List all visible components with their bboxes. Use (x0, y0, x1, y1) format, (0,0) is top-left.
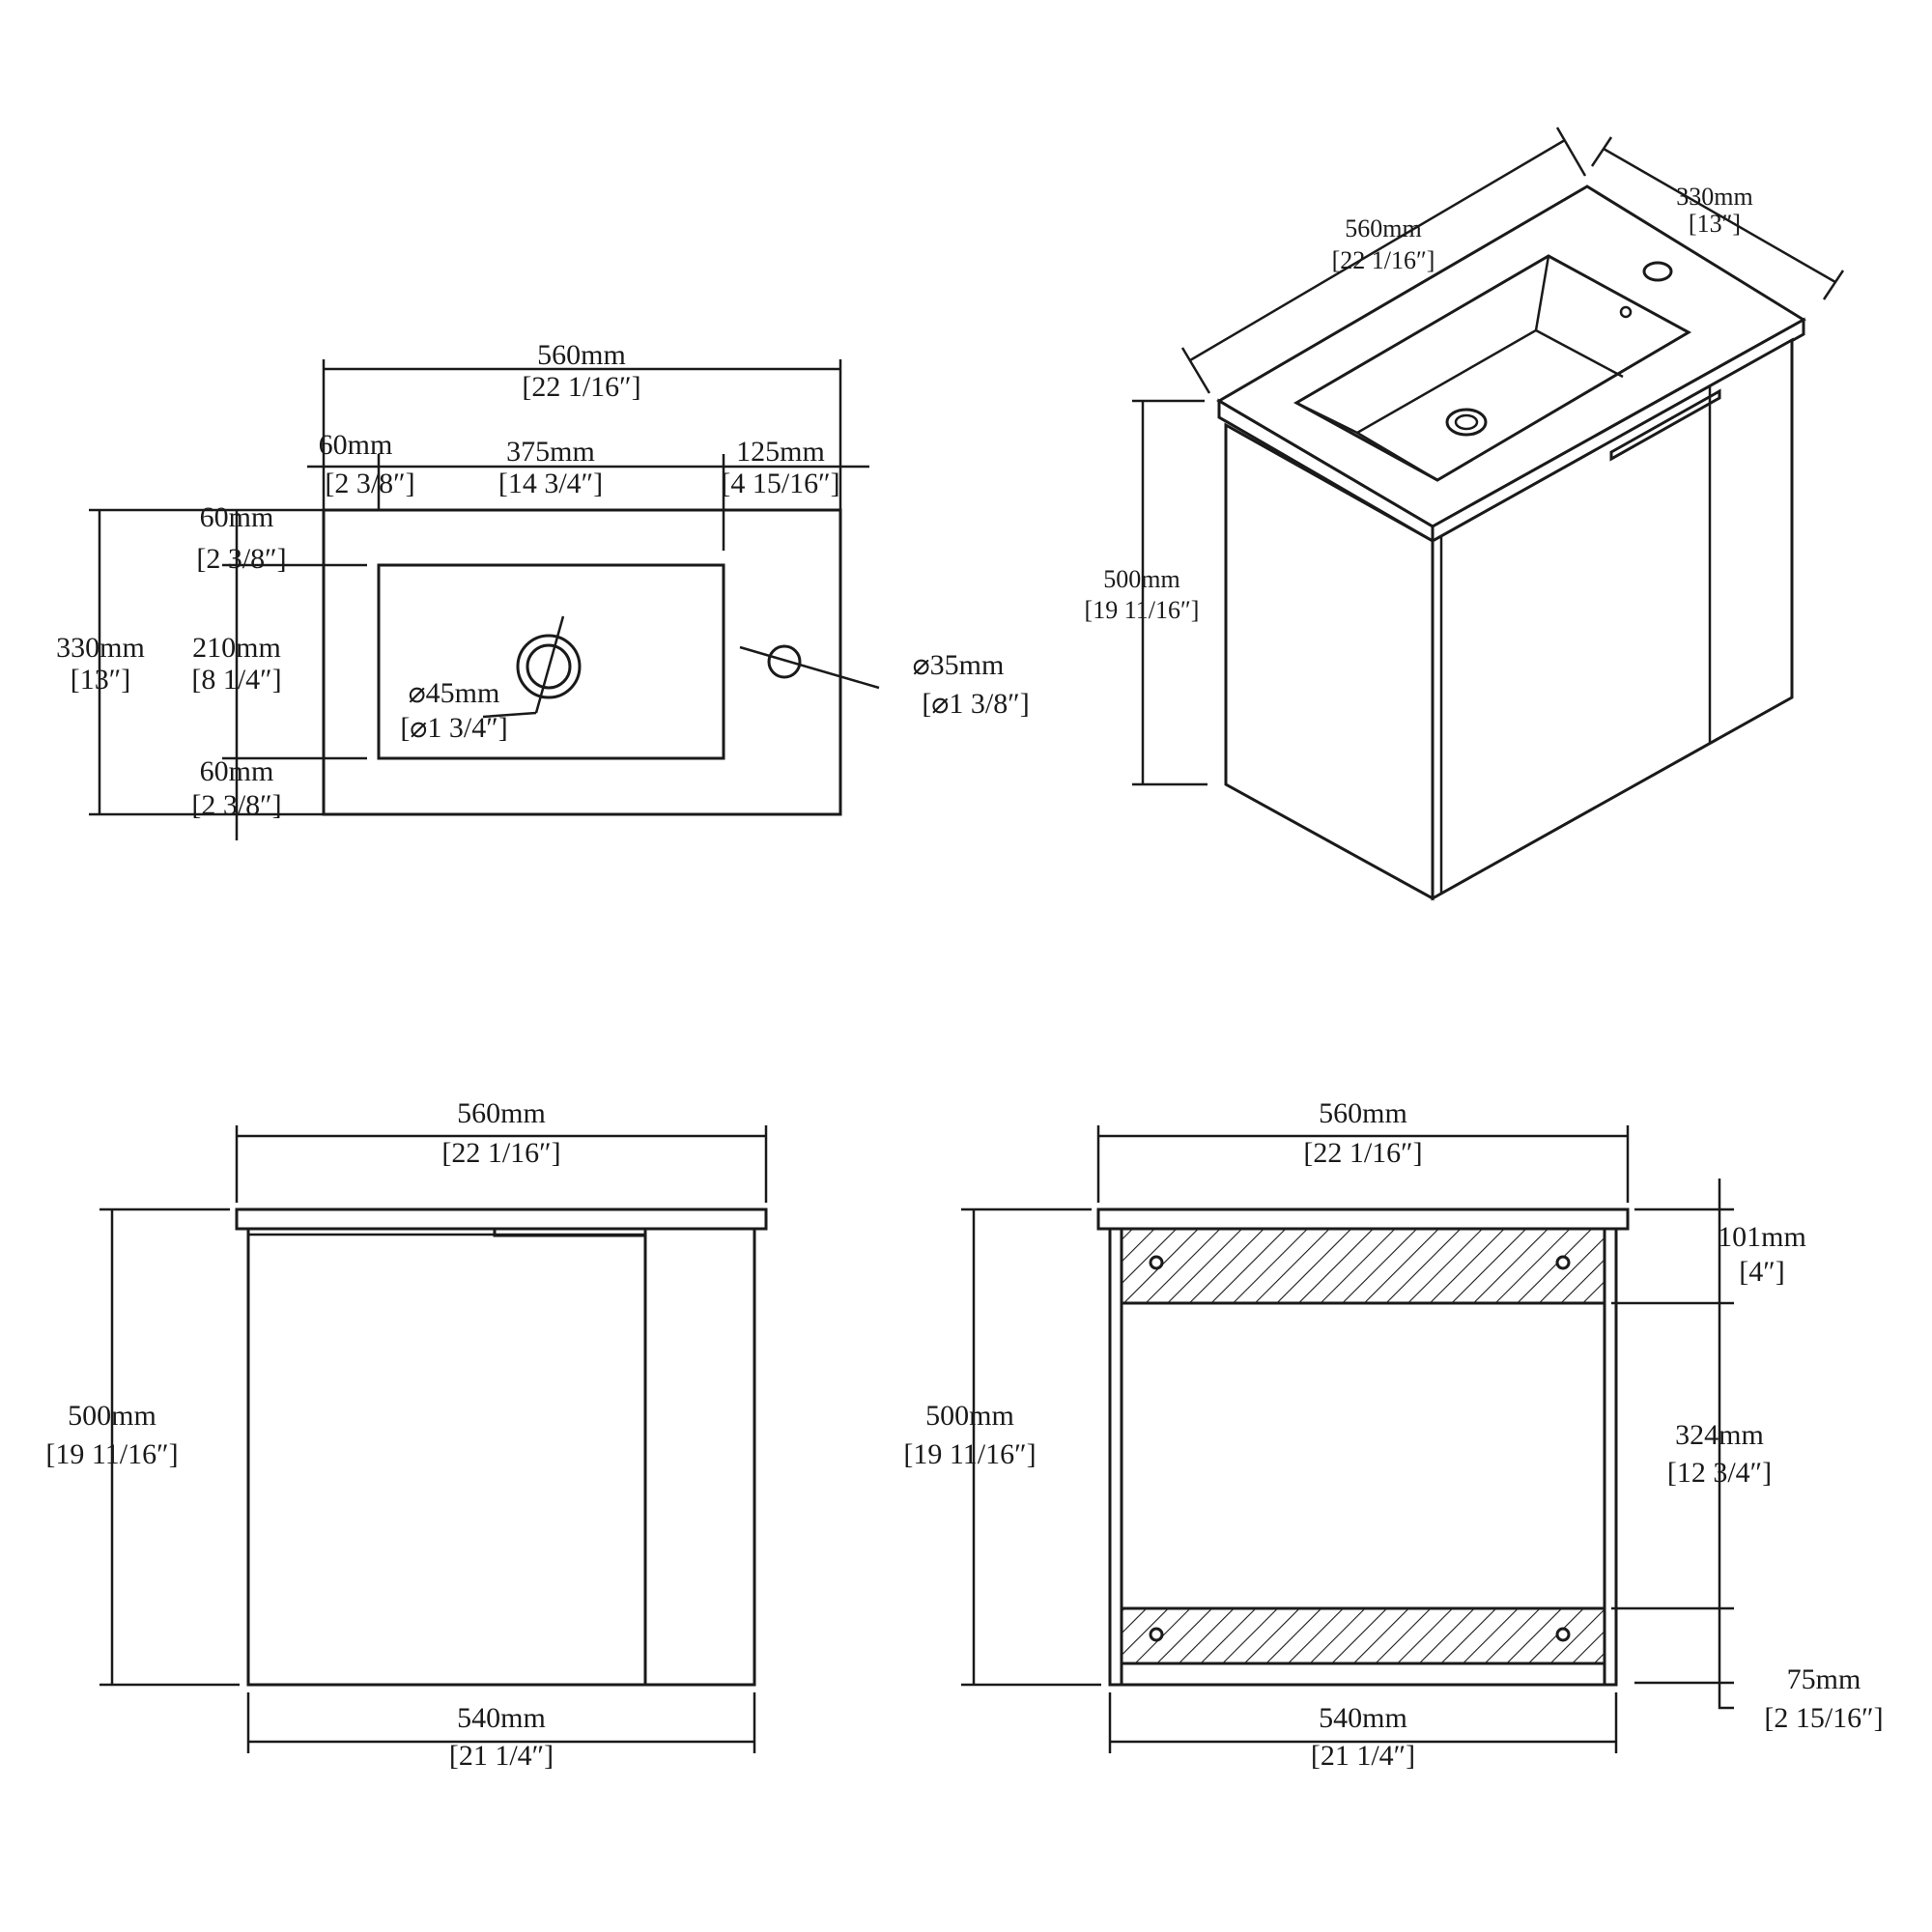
top-top-margin-in: [2 3/8″] (196, 543, 286, 575)
back-cabinet-width-in: [21 1/4″] (1311, 1740, 1415, 1772)
top-left-margin-mm: 60mm (319, 429, 393, 461)
top-basin-width-in: [14 3/4″] (498, 468, 603, 499)
iso-drain-inner (1454, 413, 1479, 431)
dim-ext (1180, 347, 1211, 394)
back-countertop (1096, 1208, 1630, 1231)
back-lower-rail (1120, 1606, 1606, 1665)
dim-line (1189, 138, 1566, 362)
front-height-in: [19 11/16″] (45, 1438, 178, 1470)
drain-leader-tail (482, 711, 537, 719)
iso-height-in: [19 11/16″] (1085, 596, 1200, 624)
front-top-width-in: [22 1/16″] (441, 1137, 560, 1169)
back-mounting-hole (1555, 1255, 1571, 1270)
top-overall-depth-mm: 330mm (56, 632, 145, 664)
back-height-mm: 500mm (925, 1400, 1014, 1432)
top-bottom-margin-in: [2 3/8″] (191, 789, 281, 821)
iso-countertop-side-edge (1431, 317, 1805, 544)
front-height-mm: 500mm (68, 1400, 156, 1432)
top-view-basin (377, 563, 725, 760)
top-view-outline (322, 508, 842, 816)
back-opening-in: [12 3/4″] (1667, 1457, 1772, 1489)
top-bottom-margin-mm: 60mm (200, 755, 274, 787)
iso-width-in: [22 1/16″] (1332, 246, 1435, 274)
front-countertop (235, 1208, 768, 1231)
top-left-margin-in: [2 3/8″] (325, 468, 414, 499)
iso-height-mm: 500mm (1103, 565, 1179, 593)
front-cabinet (246, 1227, 756, 1687)
top-overall-width-mm: 560mm (537, 339, 626, 371)
top-basin-depth-in: [8 1/4″] (191, 664, 281, 696)
back-upper-rail-mm: 101mm (1718, 1221, 1806, 1253)
front-cabinet-width-mm: 540mm (457, 1702, 546, 1734)
front-cabinet-width-in: [21 1/4″] (449, 1740, 554, 1772)
drain-leader-line (534, 615, 565, 714)
top-basin-depth-mm: 210mm (192, 632, 281, 664)
back-top-width-in: [22 1/16″] (1303, 1137, 1422, 1169)
top-overall-width-in: [22 1/16″] (522, 371, 640, 403)
back-upper-rail-in: [4″] (1739, 1256, 1784, 1288)
back-top-width-mm: 560mm (1319, 1097, 1407, 1129)
iso-drain (1445, 408, 1488, 437)
iso-cabinet-right-face (1431, 337, 1794, 901)
top-top-margin-mm: 60mm (200, 501, 274, 533)
dim-ext (1555, 127, 1587, 177)
top-right-margin-in: [4 15/16″] (721, 468, 839, 499)
top-view: 560mm [22 1/16″] 60mm [2 3/8″] 375mm [14… (56, 339, 1030, 840)
drain-inner-ring (526, 643, 572, 690)
back-lower-rail-in: [2 15/16″] (1764, 1702, 1883, 1734)
back-mounting-hole (1149, 1255, 1164, 1270)
top-overall-depth-in: [13″] (71, 664, 130, 696)
iso-width-mm: 560mm (1345, 214, 1421, 242)
drain-diameter-in: [⌀1 3/4″] (400, 712, 507, 744)
front-top-width-mm: 560mm (457, 1097, 546, 1129)
drain-diameter-mm: ⌀45mm (409, 677, 500, 709)
iso-basin-rim (1293, 254, 1692, 482)
iso-handle (1609, 388, 1721, 462)
back-cabinet-width-mm: 540mm (1319, 1702, 1407, 1734)
iso-overflow (1619, 305, 1633, 319)
iso-tap-hole (1642, 261, 1673, 282)
back-mounting-hole (1555, 1627, 1571, 1642)
back-mounting-hole (1149, 1627, 1164, 1642)
back-view: 560mm [22 1/16″] 500mm [19 11/16″] 540mm… (903, 1097, 1883, 1772)
iso-depth-mm: 330mm (1676, 183, 1752, 211)
tap-hole-diameter-in: [⌀1 3/8″] (922, 688, 1029, 720)
iso-basin-inner-floor (1356, 431, 1438, 482)
top-right-margin-mm: 125mm (736, 436, 825, 468)
front-view: 560mm [22 1/16″] 500mm [19 11/16″] 540mm… (45, 1097, 768, 1772)
dim-ext (1822, 270, 1845, 300)
iso-basin-inner-floor (1535, 328, 1624, 379)
dim-line (1603, 147, 1836, 284)
dim-line (1718, 1705, 1734, 1710)
drain-outer-ring (516, 634, 582, 699)
iso-depth-in: [13″] (1689, 210, 1741, 238)
back-height-in: [19 11/16″] (903, 1438, 1036, 1470)
back-upper-rail (1120, 1227, 1606, 1305)
tap-hole (767, 644, 802, 679)
back-lower-rail-mm: 75mm (1787, 1663, 1861, 1695)
tap-hole-diameter-mm: ⌀35mm (913, 649, 1005, 681)
iso-basin-inner-wall (1295, 255, 1550, 435)
back-opening-mm: 324mm (1675, 1419, 1764, 1451)
front-handle (493, 1227, 647, 1237)
dim-ext (1590, 136, 1613, 167)
top-basin-width-mm: 375mm (506, 436, 595, 468)
isometric-view: 560mm [22 1/16″] 330mm [13″] 500mm [19 1… (1085, 127, 1845, 901)
tap-hole-leader-line (739, 645, 880, 690)
